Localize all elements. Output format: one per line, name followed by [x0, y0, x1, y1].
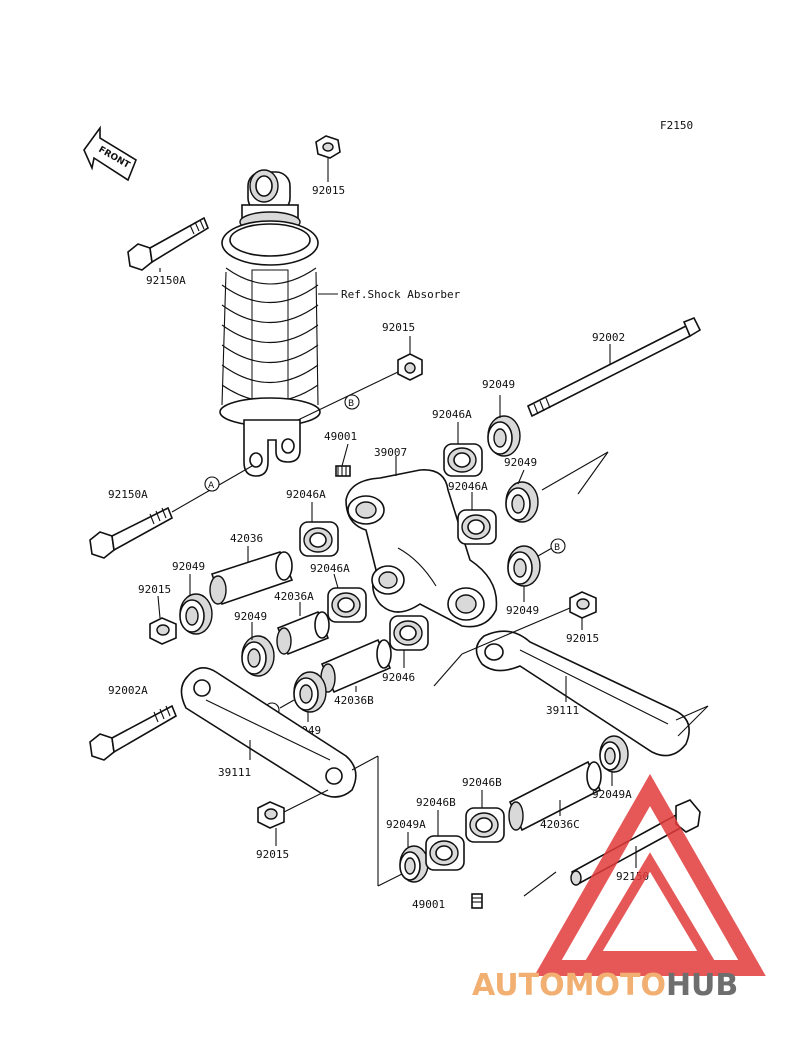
callout-b: B [554, 543, 560, 553]
collar-92049-a [487, 415, 521, 457]
sleeve-42036C [508, 760, 602, 832]
collar-92049-f [293, 671, 327, 713]
nut-92015-d [569, 591, 597, 619]
sleeve-42036B [320, 638, 392, 694]
callout-b: B [348, 399, 354, 409]
watermark-part2: HUB [666, 968, 738, 1003]
part-number-92049A: 92049A [386, 818, 426, 831]
part-number-92049: 92049 [172, 560, 205, 573]
part-number-92046A: 92046A [286, 488, 326, 501]
bearing-92046A-c [457, 509, 497, 545]
bearing-92046B-b [465, 807, 505, 843]
part-number-92046B: 92046B [462, 776, 502, 789]
part-number-92046A: 92046A [448, 480, 488, 493]
part-number-92002: 92002 [592, 331, 625, 344]
part-number-49001: 49001 [412, 898, 445, 911]
part-number-92049: 92049 [482, 378, 515, 391]
bolt-92002 [526, 316, 702, 418]
part-number-92002A: 92002A [108, 684, 148, 697]
watermark-logo: AUTOMOTOHUB [472, 773, 766, 1003]
part-number-92046A: 92046A [432, 408, 472, 421]
collar-92049A-a [399, 845, 429, 883]
grease-nipple-49001-bottom [471, 893, 483, 909]
part-number-92150A: 92150A [108, 488, 148, 501]
collar-92049A-b [599, 735, 629, 773]
nut-92015-b [397, 353, 423, 381]
part-number-39111: 39111 [546, 704, 579, 717]
bearing-92046A-b [299, 521, 339, 557]
part-number-92015: 92015 [312, 184, 345, 197]
rocker-arm-39007 [345, 469, 498, 628]
bearing-92046A-d [327, 587, 367, 623]
part-number-92046B: 92046B [416, 796, 456, 809]
bolt-92150A-top [127, 216, 209, 271]
part-number-92049: 92049 [506, 604, 539, 617]
sleeve-42036 [209, 551, 294, 606]
watermark-inner-triangle-icon [585, 852, 715, 961]
part-number-92015: 92015 [566, 632, 599, 645]
watermark-text: AUTOMOTOHUB [472, 968, 738, 1003]
nut-92015-c [149, 617, 177, 645]
part-number-39111: 39111 [218, 766, 251, 779]
bolt-92002A [89, 704, 177, 761]
part-number-92150A: 92150A [146, 274, 186, 287]
nut-92015-e [257, 801, 285, 829]
tie-rod-39111-right [475, 630, 690, 757]
grease-nipple-49001-top [335, 465, 351, 477]
diagram-code: F2150 [660, 119, 693, 132]
part-number-92046: 92046 [382, 671, 415, 684]
callout-a: A [208, 481, 215, 491]
sleeve-42036A [276, 610, 330, 656]
part-number-39007: 39007 [374, 446, 407, 459]
watermark-part1: AUTOMOTO [472, 968, 666, 1003]
part-number-92015: 92015 [256, 848, 289, 861]
part-number-92049: 92049 [234, 610, 267, 623]
front-arrow-icon: FRONT [83, 125, 137, 182]
watermark-triangle-icon [534, 773, 766, 976]
part-number-42036: 42036 [230, 532, 263, 545]
collar-92049-d [241, 635, 275, 677]
tie-rod-39111-left [180, 667, 357, 798]
bearing-92046 [389, 615, 429, 651]
part-number-92046A: 92046A [310, 562, 350, 575]
part-number-42036A: 42036A [274, 590, 314, 603]
collar-92049-c [179, 593, 213, 635]
part-number-42036B: 42036B [334, 694, 374, 707]
bearing-92046B-a [425, 835, 465, 871]
ref-shock-absorber-label: Ref.Shock Absorber [341, 288, 461, 301]
shock-absorber [219, 169, 321, 477]
part-number-92049: 92049 [504, 456, 537, 469]
bearing-92046A-a [443, 443, 483, 477]
collar-92049-e [507, 545, 541, 587]
part-number-42036C: 42036C [540, 818, 580, 831]
part-number-92015: 92015 [382, 321, 415, 334]
nut-92015-top [315, 135, 341, 159]
part-number-92015: 92015 [138, 583, 171, 596]
part-number-49001: 49001 [324, 430, 357, 443]
part-number-92049A: 92049A [592, 788, 632, 801]
bolt-92150A-mid [89, 506, 174, 559]
collar-92049-b [505, 481, 539, 523]
